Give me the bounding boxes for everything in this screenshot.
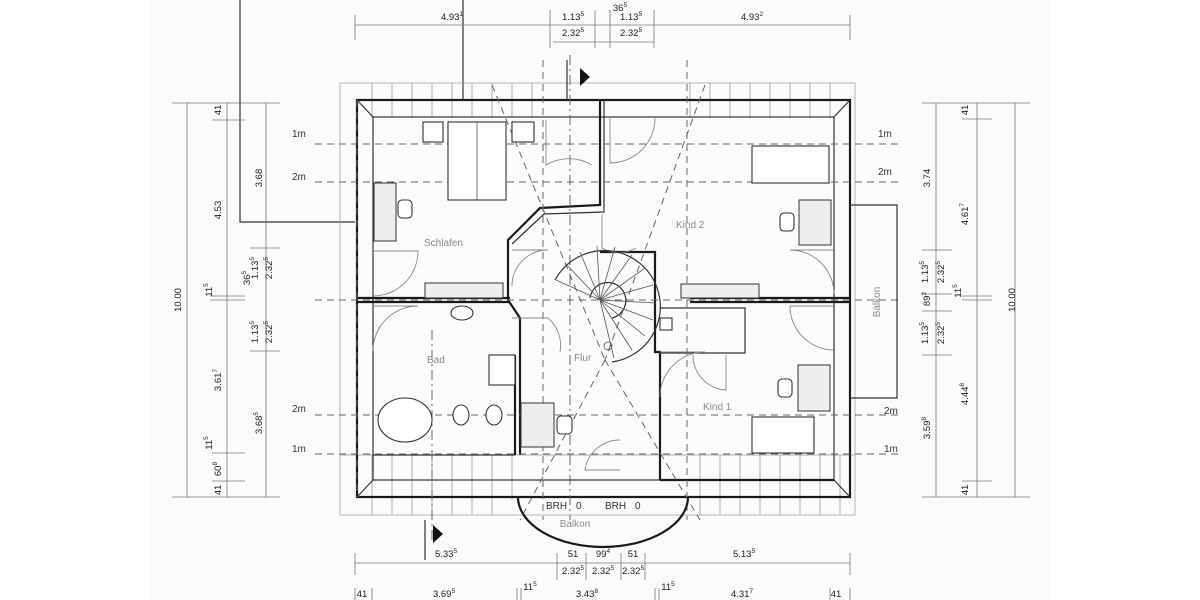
dimension-label: 51 [568,549,579,560]
bidet [485,404,503,426]
section-arrow-top-icon [580,68,590,86]
spiral-staircase [554,245,661,363]
toilet [452,404,470,426]
dimension-label: 4.931 [441,11,464,23]
wardrobe-kind2 [680,283,760,299]
nightstand [511,121,535,143]
dimension-label: 2.325 [935,322,947,345]
dimension-label: 3.695 [433,588,456,600]
desk-kind1 [797,364,831,412]
furniture [373,121,832,454]
nightstand [422,121,444,143]
level-mark: 1m [292,444,306,455]
balcony-south [516,496,690,549]
room-label-flur: Flur [574,353,592,364]
desk [373,182,397,242]
dimension-label: 3.68 [254,169,265,188]
shower [488,354,516,386]
room-label-kind1: Kind 1 [703,402,732,413]
window-notes: BRH 0 BRH 0 [546,501,641,512]
height-level-marks: 1m 2m 2m 1m 1m 2m 2m 1m [292,129,898,455]
dimension-label: 2.325 [562,565,585,577]
level-mark: 2m [878,167,892,178]
room-label-bad: Bad [427,355,445,366]
dimension-label: 2.325 [622,565,645,577]
dimension-label: 1.135 [919,261,931,284]
balcony-east [850,204,898,399]
wardrobe [424,282,504,299]
dimension-label: 2.325 [562,27,585,39]
dimension-label: 41 [357,589,368,600]
dimension-label: 1.135 [919,322,931,345]
room-labels: Schlafen Kind 2 Bad Flur Kind 1 Balkon B… [424,220,883,530]
dimension-lines-left [172,102,280,498]
bathtub [377,397,433,443]
dimension-label: 3.617 [212,369,224,392]
chair-flur [556,415,573,435]
dimension-label: 41 [213,485,224,496]
dimension-label: 4.932 [741,11,764,23]
dimension-label: 4.317 [731,588,754,600]
chimney [659,317,673,331]
dimension-label: 1.135 [249,257,261,280]
door-swings [372,117,835,471]
level-mark: 1m [292,129,306,140]
dimension-label: 3.598 [921,417,933,440]
dimension-label: 41 [960,105,971,116]
chair [397,199,413,219]
bed-kind2 [751,145,830,184]
dimension-label: 1.135 [562,11,585,23]
dimension-label: 2.325 [620,27,643,39]
dimension-label: 4.617 [959,203,971,226]
section-arrow-bottom-icon [433,525,443,543]
dimension-label: 2.325 [935,261,947,284]
dimension-label: 4.53 [213,201,224,220]
roof-edge-hatching [339,82,856,516]
washbasin [450,305,474,321]
dimension-label: 4.448 [959,383,971,406]
chair-kind1 [777,378,793,398]
brh-value: 0 [635,501,641,512]
dimension-label: 3.438 [576,588,599,600]
level-mark: 1m [884,444,898,455]
dimension-label: 5.335 [435,548,458,560]
room-label-kind2: Kind 2 [676,220,705,231]
dimension-label: 3.74 [922,169,933,188]
level-mark: 1m [878,129,892,140]
dimension-label: 3.685 [253,412,265,435]
room-label-balkon-east: Balkon [872,287,883,318]
chair-kind2 [779,212,795,232]
desk-flur [520,402,555,448]
brh-label: BRH [605,501,626,512]
level-mark: 2m [292,404,306,415]
room-label-schlafen: Schlafen [424,238,463,249]
dimension-label: 2.325 [263,257,275,280]
dimension-label: 41 [960,485,971,496]
dimension-lines-bottom [354,553,851,600]
dimension-label: 1.135 [620,11,643,23]
section-markers [424,60,590,560]
dimension-label: 41 [213,105,224,116]
brh-value: 0 [576,501,582,512]
dimension-label: 51 [628,549,639,560]
brh-label: BRH [546,501,567,512]
dimension-lines-right [922,102,1030,498]
dimension-label: 41 [831,589,842,600]
dimension-label: 2.325 [592,565,615,577]
level-mark: 2m [884,406,898,417]
dimension-label: 10.00 [1007,288,1018,312]
dimension-lines-top [354,10,851,48]
dimension-label: 1.135 [249,321,261,344]
dimension-label: 2.325 [263,321,275,344]
bed-kind1 [751,416,815,454]
room-label-balkon-south: Balkon [560,519,591,530]
dimension-label: 10.00 [173,288,184,312]
level-mark: 2m [292,172,306,183]
desk-kind2 [798,199,832,246]
dimension-label: 5.135 [733,548,756,560]
